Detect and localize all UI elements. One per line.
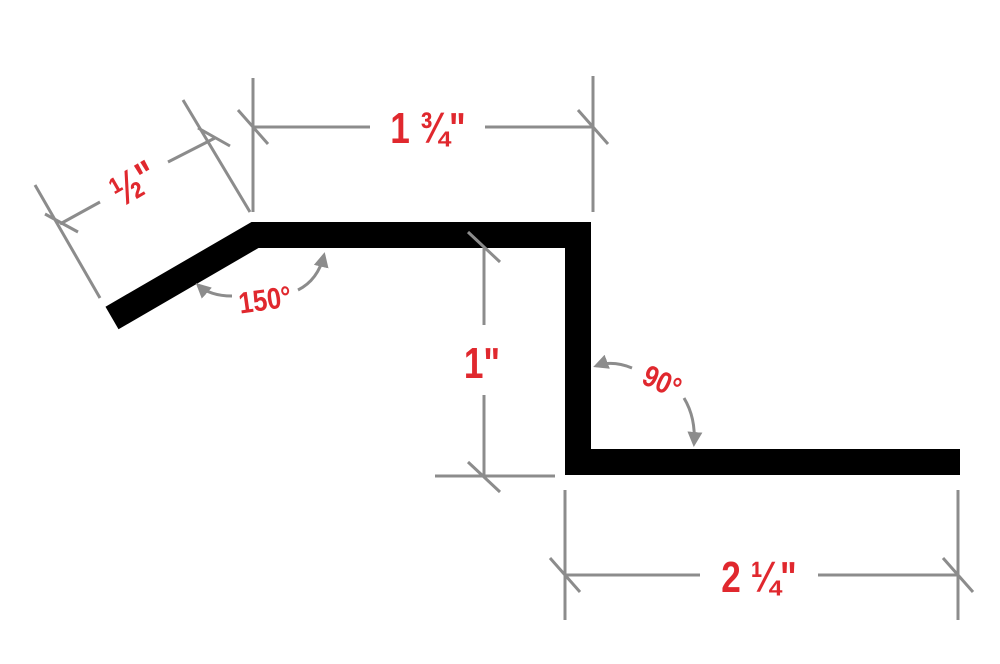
metal-profile bbox=[105, 222, 960, 475]
label-bottom-length: 2 ¼" bbox=[721, 553, 796, 602]
label-angled-length: ½" bbox=[102, 151, 166, 216]
angle-arc-150-right-icon bbox=[297, 252, 329, 292]
dimension-bottom bbox=[548, 490, 975, 620]
dimension-rise bbox=[435, 230, 555, 494]
label-top-length: 1 ¾" bbox=[390, 104, 465, 153]
label-angle-150: 150° bbox=[237, 280, 294, 320]
dimension-angled bbox=[33, 99, 252, 299]
label-rise: 1" bbox=[464, 339, 500, 388]
angle-arc-150-icon bbox=[195, 282, 233, 299]
angle-arc-90-lower-icon bbox=[682, 397, 703, 447]
dimension-top bbox=[236, 76, 610, 212]
angle-arc-90-icon bbox=[593, 354, 633, 370]
label-angle-90: 90° bbox=[638, 359, 687, 406]
